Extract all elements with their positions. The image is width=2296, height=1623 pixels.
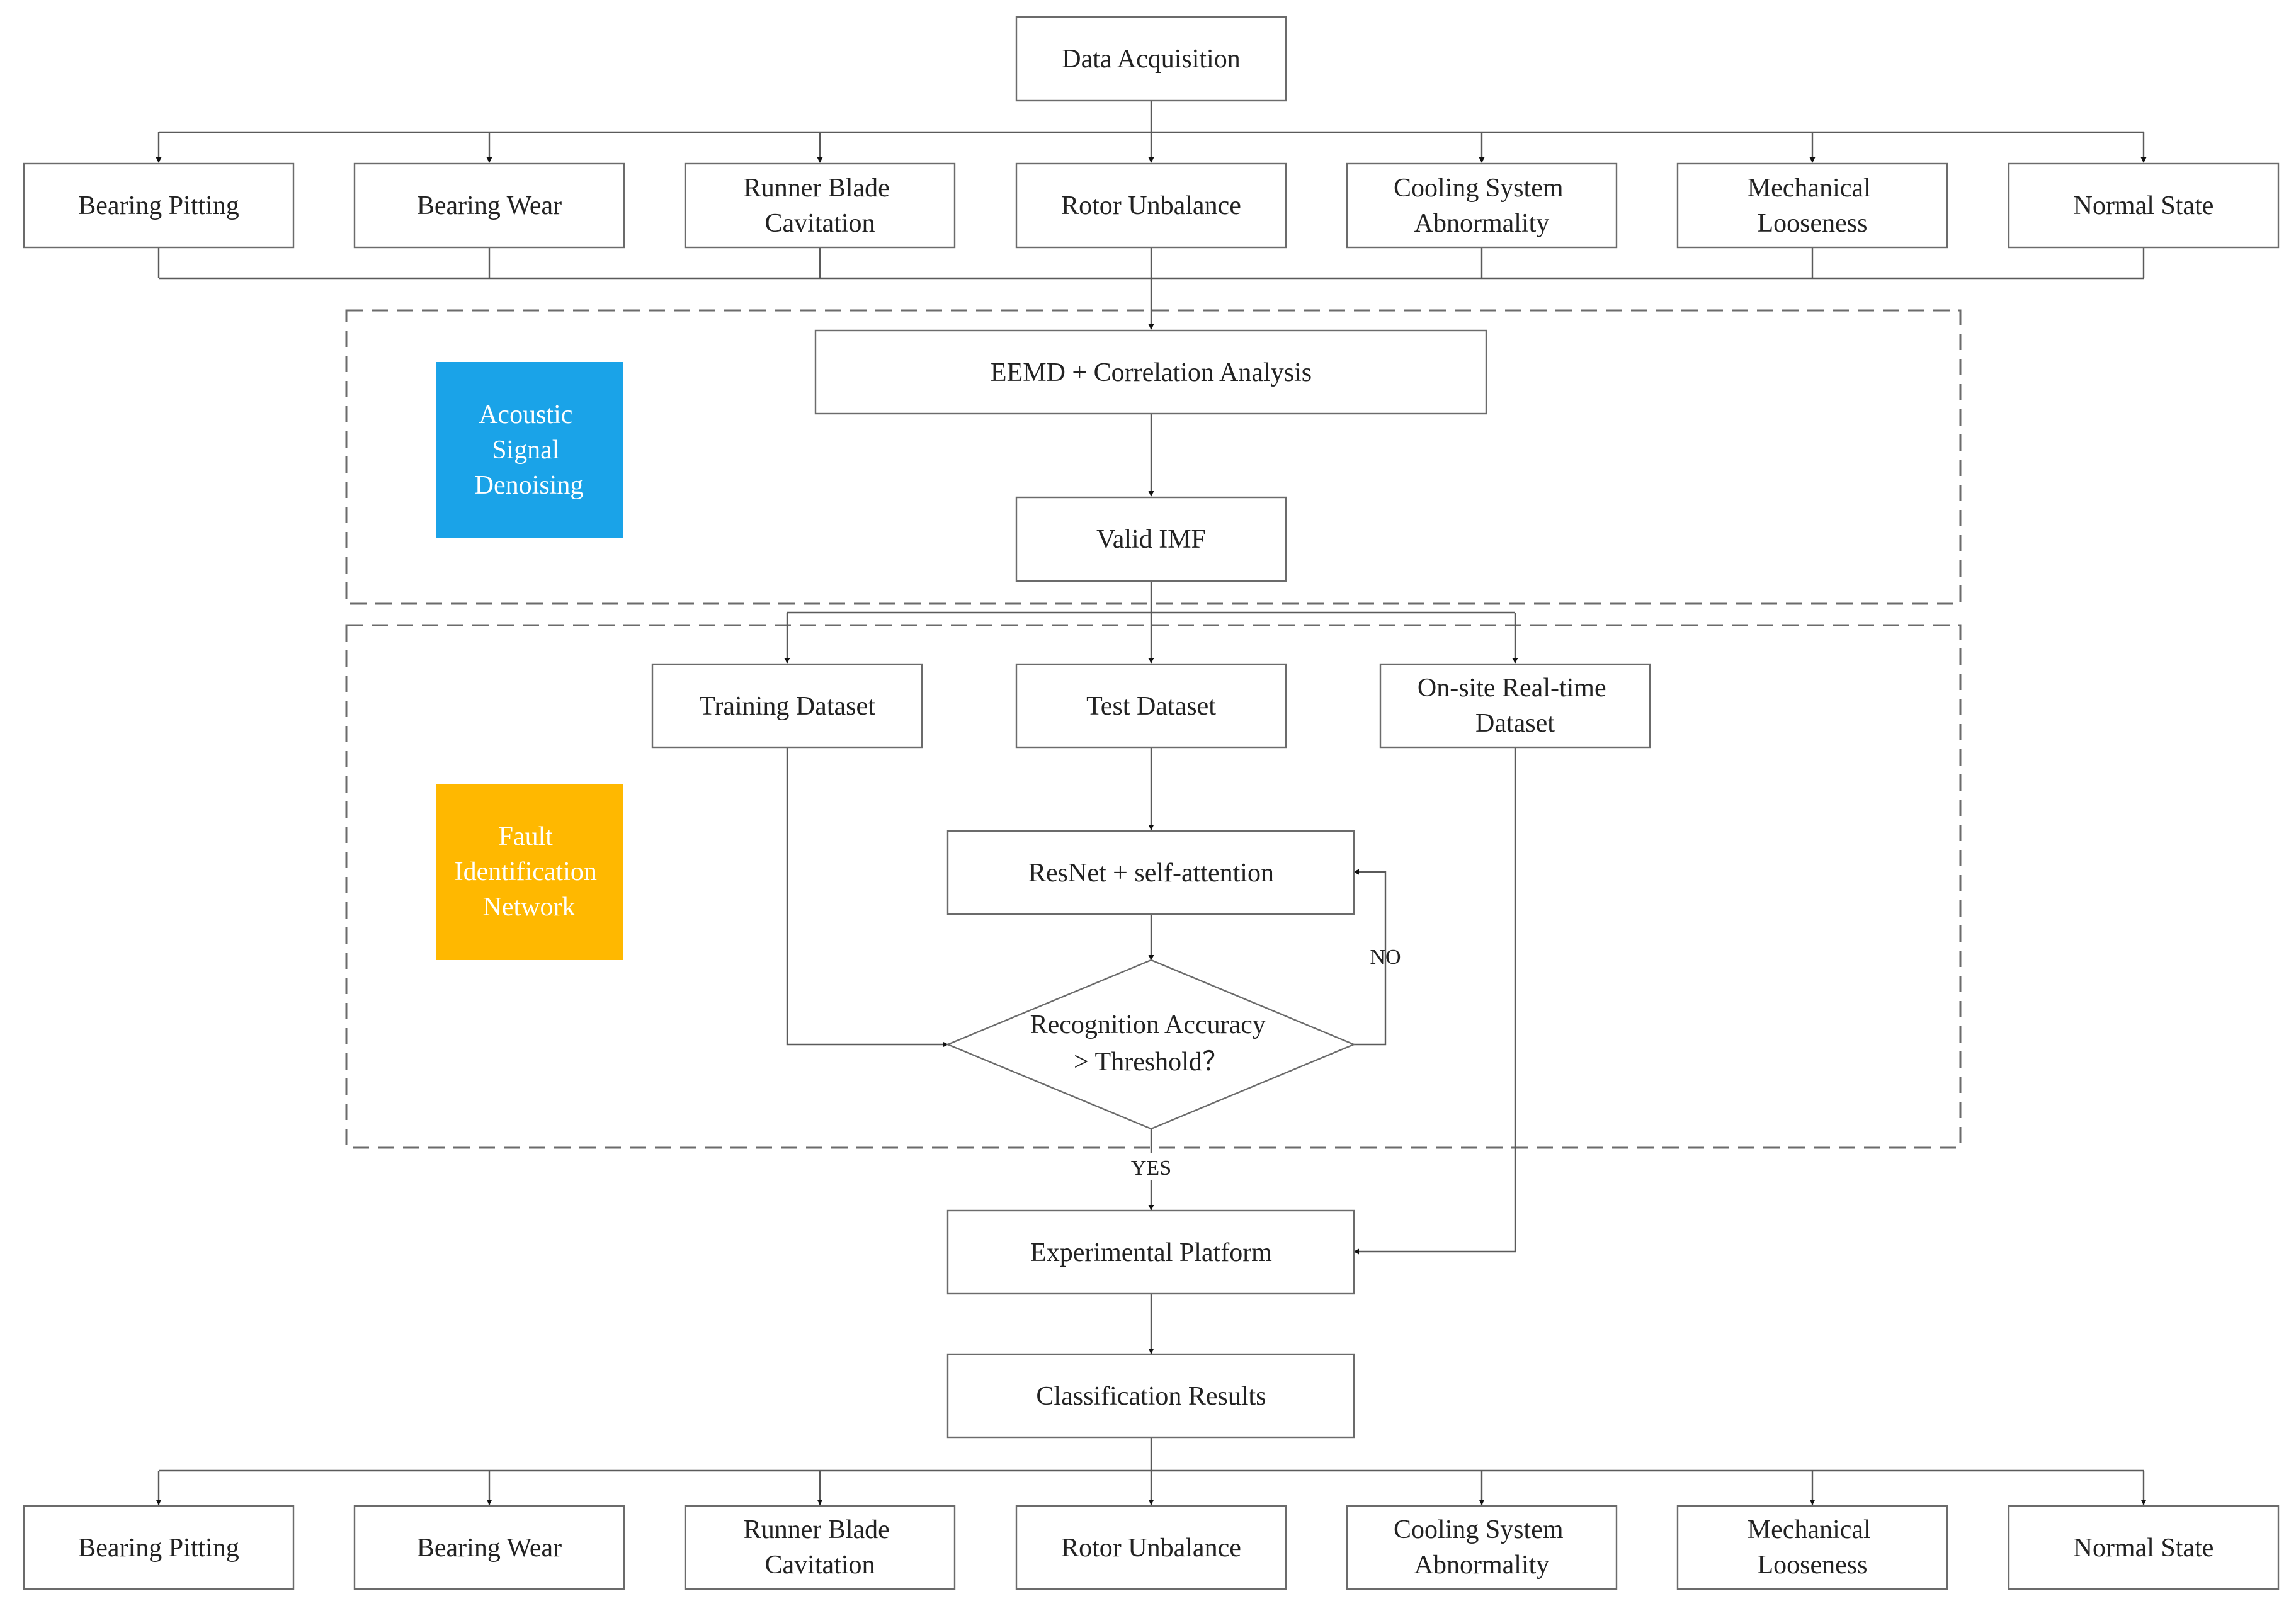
bottom-category-box — [23, 1505, 295, 1590]
top-category-label: Runner Blade Cavitation — [744, 174, 897, 238]
top-category-label: Normal State — [2074, 191, 2214, 220]
accuracy-decision-label: Recognition Accuracy > Threshold？ — [1030, 1010, 1273, 1077]
top-category-box — [1346, 162, 1618, 249]
fault-network-stage-tile — [436, 784, 623, 960]
fault-network-stage-region — [345, 624, 1962, 1149]
onsite-dataset-box — [1379, 663, 1651, 749]
top-category-box — [1015, 162, 1287, 249]
bottom-category-label: Bearing Pitting — [78, 1534, 239, 1563]
top-category-label: Rotor Unbalance — [1061, 191, 1241, 220]
eemd-box — [814, 329, 1487, 415]
top-category-box — [2008, 162, 2280, 249]
resnet-box — [946, 830, 1355, 915]
bottom-category-label: Runner Blade Cavitation — [744, 1515, 897, 1580]
training-dataset-label: Training Dataset — [699, 692, 875, 721]
bottom-category-box — [2008, 1505, 2280, 1590]
denoising-stage-region — [345, 309, 1962, 605]
eemd-label: EEMD + Correlation Analysis — [991, 358, 1312, 387]
training-dataset-box — [651, 663, 923, 749]
valid-imf-box — [1015, 496, 1287, 582]
bottom-category-label: Rotor Unbalance — [1061, 1534, 1241, 1563]
top-category-box — [684, 162, 956, 249]
top-category-row: Bearing Pitting Bearing Wear Runner Blad… — [23, 162, 2280, 249]
top-category-label: Mechanical Looseness — [1748, 174, 1877, 238]
bottom-category-box — [1015, 1505, 1287, 1590]
data-acquisition-label: Data Acquisition — [1062, 45, 1240, 74]
bottom-category-row: Bearing Pitting Bearing Wear Runner Blad… — [23, 1505, 2280, 1590]
bottom-category-box — [353, 1505, 625, 1590]
yes-edge-label: YES — [1131, 1156, 1171, 1180]
experimental-platform-box — [946, 1209, 1355, 1295]
data-acquisition-box — [1015, 16, 1287, 102]
denoising-stage-tile — [436, 362, 623, 538]
top-category-label: Bearing Wear — [417, 191, 562, 220]
top-category-box — [23, 162, 295, 249]
bottom-category-box — [1676, 1505, 1948, 1590]
onsite-dataset-label: On-site Real-time Dataset — [1418, 674, 1613, 738]
bottom-category-box — [1346, 1505, 1618, 1590]
top-category-label: Cooling System Abnormality — [1394, 174, 1570, 238]
fault-network-stage-label: Fault Identification Network — [455, 822, 604, 922]
connectors — [156, 101, 2147, 1505]
denoising-stage-label: Acoustic Signal Denoising — [475, 400, 584, 500]
no-edge-label: NO — [1370, 946, 1401, 969]
bottom-category-label: Mechanical Looseness — [1748, 1515, 1877, 1580]
test-dataset-label: Test Dataset — [1086, 692, 1216, 721]
resnet-label: ResNet + self-attention — [1028, 859, 1274, 888]
top-category-box — [353, 162, 625, 249]
classification-results-label: Classification Results — [1036, 1382, 1266, 1411]
bottom-category-label: Bearing Wear — [417, 1534, 562, 1563]
experimental-platform-label: Experimental Platform — [1030, 1238, 1272, 1267]
bottom-category-label: Cooling System Abnormality — [1394, 1515, 1570, 1580]
bottom-category-label: Normal State — [2074, 1534, 2214, 1563]
test-dataset-box — [1015, 663, 1287, 749]
yes-label-backdrop — [1121, 1153, 1181, 1180]
bottom-category-box — [684, 1505, 956, 1590]
valid-imf-label: Valid IMF — [1096, 525, 1206, 554]
top-category-label: Bearing Pitting — [78, 191, 239, 220]
top-category-box — [1676, 162, 1948, 249]
accuracy-decision-diamond — [945, 959, 1356, 1130]
classification-results-box — [946, 1353, 1355, 1439]
